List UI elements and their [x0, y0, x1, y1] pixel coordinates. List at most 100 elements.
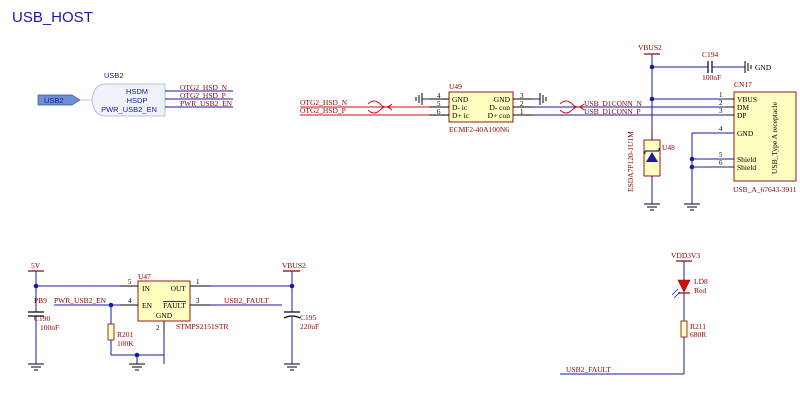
u47-pin-en: EN: [142, 301, 153, 310]
u49-ref: U49: [449, 82, 462, 91]
cn17-num5: 5: [719, 151, 723, 159]
cn17-pin-vbus: VBUS: [737, 95, 757, 104]
cn17-ref: CN17: [734, 80, 752, 89]
ld8-value: Red: [694, 286, 706, 295]
u49-pin5: 5: [437, 100, 441, 108]
power-switch-section: 5V C190 100nF PB9 PWR_USB2_EN R201 100K …: [28, 261, 319, 371]
sheet-symbol-usb2: USB2 HSDM HSDP PWR_USB2_EN USB2 OTG2_HSD…: [37, 71, 233, 117]
vbus2-top-label: VBUS2: [638, 43, 662, 52]
cn17-pin-dm: DM: [737, 103, 749, 112]
cn17-num3: 3: [719, 107, 723, 115]
u49-pin-gnd-l: GND: [452, 95, 469, 104]
u48-part: ESDA7P120-1U1M: [626, 131, 635, 192]
u48-diode-icon: [646, 152, 658, 162]
cn17-part: USB_A_67643-3911: [733, 185, 797, 194]
cn17-pin-dp: DP: [737, 111, 747, 120]
pb9-label: PB9: [34, 296, 47, 305]
junction-vbus2-out: [289, 283, 295, 289]
c194-value: 100nF: [702, 73, 721, 82]
c195-value: 220uF: [300, 322, 319, 331]
cn17-pin-shield2: Shield: [737, 163, 756, 172]
sheet-net-pwr-en: PWR_USB2_EN: [180, 99, 233, 108]
u47-ref: U47: [138, 272, 151, 281]
sheet-port-usb2: [37, 94, 81, 106]
cn17-vertical-label: USB_Type A receptacle: [770, 101, 779, 174]
u49-pin4: 4: [437, 92, 441, 100]
junction-vbus-conn: [649, 96, 655, 102]
junction-shield2: [689, 164, 695, 170]
out-net-conn-n: USB_D1CONN_N: [584, 99, 643, 108]
vbus2-switch-label: VBUS2: [282, 261, 306, 270]
sheet-title: USB_HOST: [12, 9, 93, 26]
u48-ref: U48: [662, 143, 675, 152]
u47-part: STMPS2151STR: [176, 322, 229, 331]
fault-net-bottom-label: USB2_FAULT: [566, 365, 611, 374]
cn17-pin-shield1: Shield: [737, 155, 756, 164]
u49-pin-dm-ic: D- ic: [452, 103, 468, 112]
u49-part: ECMF2-40A100N6: [449, 125, 509, 134]
cn17-pin-gnd: GND: [737, 129, 754, 138]
c190-value: 100nF: [40, 323, 59, 332]
u47-num2: 2: [156, 324, 160, 332]
u49-pin-dp-ic: D+ ic: [452, 111, 470, 120]
u49-pin2: 2: [520, 100, 524, 108]
diff-pair-output: USB_D1CONN_N USB_D1CONN_P: [533, 99, 726, 116]
cn17-num4: 4: [719, 125, 723, 133]
u49-pin-dm-con: D- con: [489, 103, 510, 112]
r211-value: 680R: [690, 330, 706, 339]
u47-pin-gnd: GND: [156, 311, 173, 320]
u49-pin3: 3: [520, 92, 524, 100]
vdd3v3-label: VDD3V3: [671, 251, 700, 260]
sheet-port-label: USB2: [44, 96, 64, 105]
cn17-num6: 6: [719, 159, 723, 167]
cn17-num2: 2: [719, 99, 723, 107]
en-net-label: PWR_USB2_EN: [54, 296, 107, 305]
u49-pin1: 1: [520, 108, 524, 116]
r211-ref: R211: [690, 322, 706, 331]
u47-pin-fault: FAULT: [163, 301, 186, 310]
c195-ref: C195: [300, 313, 317, 322]
u47-num3: 3: [196, 297, 200, 305]
u49-pin6: 6: [437, 108, 441, 116]
vbus2-top-rail: VBUS2 C194 100nF GND: [638, 43, 772, 130]
u47-pin-out: OUT: [171, 284, 187, 293]
sheet-net-hsd-n: OTG2_HSD_N: [180, 83, 228, 92]
cn17-body: [733, 91, 797, 182]
sheet-pin-pwr-en: PWR_USB2_EN: [101, 105, 157, 114]
u47-pin-in: IN: [142, 284, 150, 293]
tvs-u48: U48 ESDA7P120-1U1M: [626, 130, 675, 211]
junction-shield1: [689, 156, 695, 162]
in-net-hsd-n: OTG2_HSD_N: [300, 98, 348, 107]
cn17-num1: 1: [719, 91, 723, 99]
c194-ref: C194: [702, 50, 719, 59]
c190-ref: C190: [34, 314, 51, 323]
sheet-symbol-body: [91, 83, 166, 117]
u47-num4: 4: [128, 297, 132, 305]
diff-pair-input: OTG2_HSD_N OTG2_HSD_P: [300, 98, 429, 116]
junction-5v: [33, 283, 39, 289]
fault-net-label: USB2_FAULT: [224, 296, 269, 305]
u49-pin-gnd-r: GND: [494, 95, 511, 104]
supply-5v-label: 5V: [31, 261, 41, 270]
sheet-pin-hsdm: HSDM: [126, 87, 148, 96]
u49-pin-dp-con: D+ con: [488, 111, 511, 120]
r201-ref: R201: [117, 330, 134, 339]
c194-gnd-label: GND: [755, 63, 772, 72]
r201-body: [107, 323, 115, 341]
junction-gnd-u47: [134, 352, 140, 358]
fault-led-section: VDD3V3 LD8 Red R211 680R USB2_FAULT: [560, 251, 708, 375]
out-net-conn-p: USB_D1CONN_P: [584, 107, 641, 116]
u47-num5: 5: [128, 278, 132, 286]
esd-ic-u49: U49 GND D- ic D+ ic GND D- con D+ con EC…: [415, 82, 547, 134]
sheet-net-hsd-p: OTG2_HSD_P: [180, 91, 226, 100]
u47-num1: 1: [196, 278, 200, 286]
r201-value: 100K: [117, 339, 134, 348]
sheet-symbol-name: USB2: [104, 71, 124, 80]
sheet-pin-hsdp: HSDP: [127, 96, 148, 105]
r211-body: [680, 320, 688, 338]
in-net-hsd-p: OTG2_HSD_P: [300, 106, 346, 115]
ld8-led-icon: [677, 279, 691, 293]
connector-cn17: CN17 VBUS DM DP GND Shield Shield USB_Ty…: [684, 80, 797, 211]
ld8-ref: LD8: [694, 277, 708, 286]
